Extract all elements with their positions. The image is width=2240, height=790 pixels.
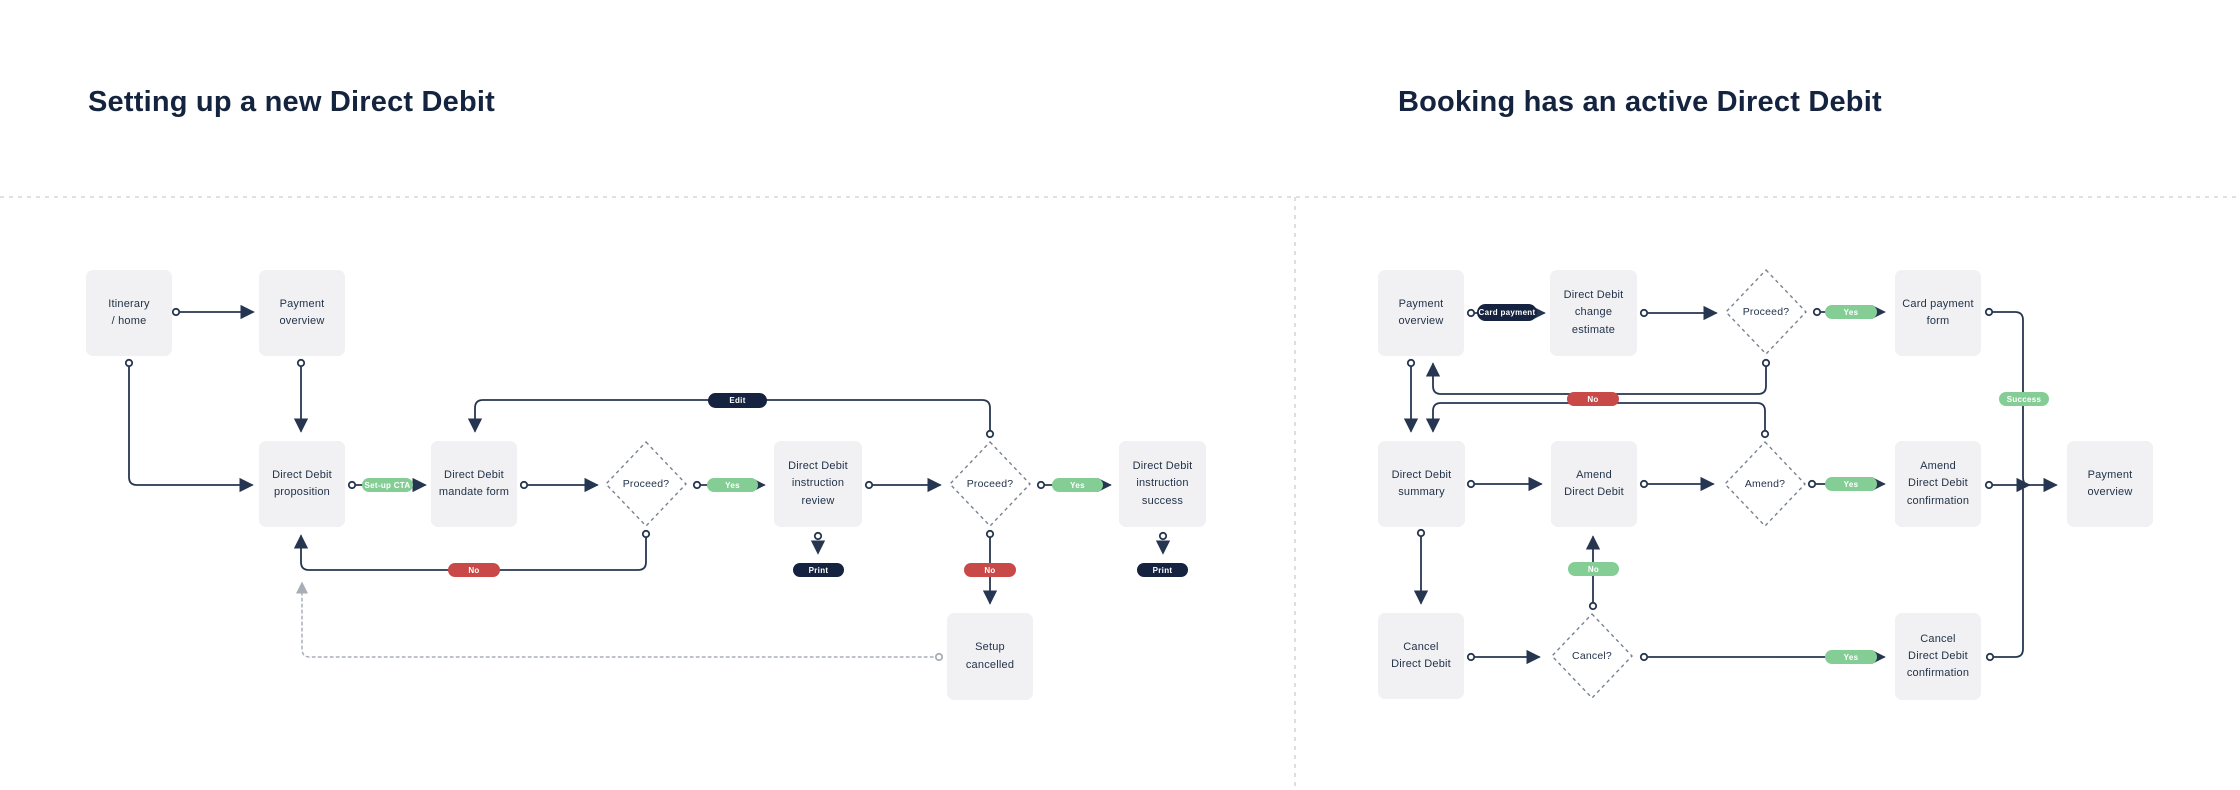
node-dd-change-estimate[interactable]: Direct Debit change estimate bbox=[1550, 270, 1637, 356]
node-rpayment-overview[interactable]: Payment overview bbox=[1378, 270, 1464, 356]
edge-cancelconf-to-payment2 bbox=[1989, 488, 2024, 658]
decision-amend-shape bbox=[1724, 440, 1806, 528]
left-chart-title: Setting up a new Direct Debit bbox=[88, 86, 496, 118]
pill-print-2[interactable]: Print bbox=[1137, 563, 1188, 577]
node-setup-cancelled[interactable]: Setup cancelled bbox=[947, 613, 1033, 700]
node-amend-dd-confirmation[interactable]: Amend Direct Debit confirmation bbox=[1895, 441, 1981, 527]
edge-cancelled-to-proposition bbox=[296, 581, 940, 658]
node-cancel-dd[interactable]: Cancel Direct Debit bbox=[1378, 613, 1464, 699]
pill-yes-1[interactable]: Yes bbox=[707, 478, 758, 492]
edge-amend-back-to-summary bbox=[1425, 402, 1766, 435]
pill-rno-2[interactable]: No bbox=[1568, 562, 1619, 576]
node-amend-dd[interactable]: Amend Direct Debit bbox=[1551, 441, 1637, 527]
decision-rproceed-shape bbox=[1725, 268, 1807, 356]
node-dd-proposition[interactable]: Direct Debit proposition bbox=[259, 441, 345, 527]
node-dd-summary[interactable]: Direct Debit summary bbox=[1378, 441, 1465, 527]
pill-yes-2[interactable]: Yes bbox=[1052, 478, 1103, 492]
decision-proceed-2[interactable]: Proceed? bbox=[966, 478, 1014, 490]
edge-cardform-success bbox=[1988, 311, 2031, 493]
pill-setup-cta[interactable]: Set-up CTA bbox=[362, 478, 413, 492]
right-chart-title: Booking has an active Direct Debit bbox=[1398, 86, 1882, 118]
node-dd-mandate-form[interactable]: Direct Debit mandate form bbox=[431, 441, 517, 527]
node-dd-instruction-success[interactable]: Direct Debit instruction success bbox=[1119, 441, 1206, 527]
decision-proceed-1-shape bbox=[605, 440, 687, 528]
pill-print-1[interactable]: Print bbox=[793, 563, 844, 577]
pill-card-payment[interactable]: Card payment bbox=[1477, 304, 1537, 321]
pill-no-2[interactable]: No bbox=[964, 563, 1016, 577]
node-itinerary-home[interactable]: Itinerary / home bbox=[86, 270, 172, 356]
decision-cancel[interactable]: Cancel? bbox=[1572, 650, 1612, 662]
node-dd-instruction-review[interactable]: Direct Debit instruction review bbox=[774, 441, 862, 527]
node-payment-overview-2[interactable]: Payment overview bbox=[2067, 441, 2153, 527]
pill-edit[interactable]: Edit bbox=[708, 393, 767, 408]
pill-ryes-3[interactable]: Yes bbox=[1825, 650, 1877, 664]
pill-ryes-1[interactable]: Yes bbox=[1825, 305, 1877, 319]
pill-no-1[interactable]: No bbox=[448, 563, 500, 577]
pill-success[interactable]: Success bbox=[1999, 392, 2049, 406]
edge-rproceed-no bbox=[1425, 362, 1767, 395]
node-payment-overview[interactable]: Payment overview bbox=[259, 270, 345, 356]
node-card-payment-form[interactable]: Card payment form bbox=[1895, 270, 1981, 356]
node-cancel-dd-confirmation[interactable]: Cancel Direct Debit confirmation bbox=[1895, 613, 1981, 700]
edge-itinerary-to-proposition bbox=[128, 362, 254, 493]
pill-ryes-2[interactable]: Yes bbox=[1825, 477, 1877, 491]
decision-proceed-1[interactable]: Proceed? bbox=[622, 478, 670, 490]
decision-amend[interactable]: Amend? bbox=[1744, 478, 1786, 490]
decision-proceed-2-shape bbox=[949, 440, 1031, 528]
decision-rproceed[interactable]: Proceed? bbox=[1742, 306, 1790, 318]
pill-rno-1[interactable]: No bbox=[1567, 392, 1619, 406]
decision-cancel-shape bbox=[1551, 612, 1633, 700]
